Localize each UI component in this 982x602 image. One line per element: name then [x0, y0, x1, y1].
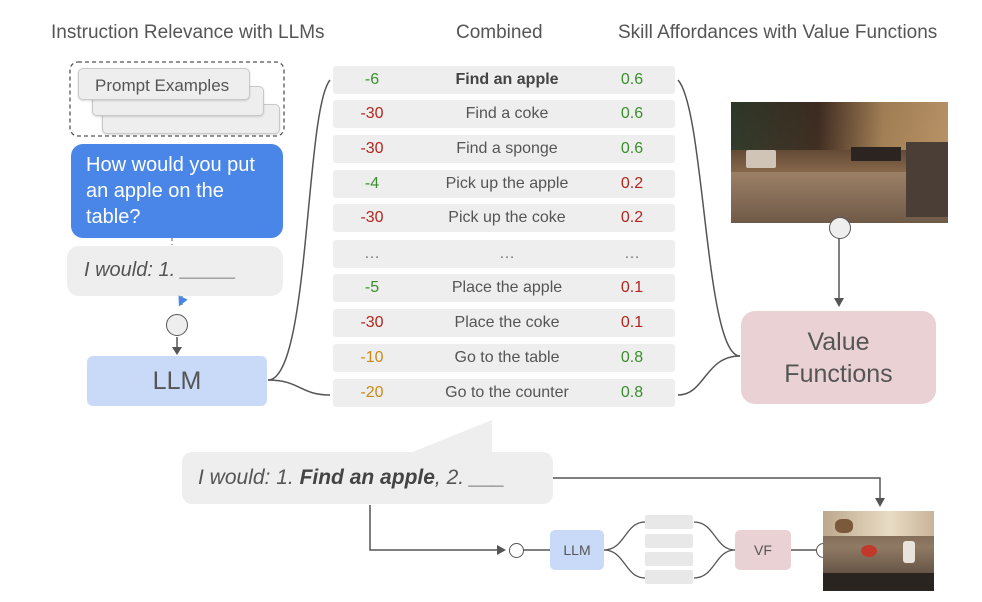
llm-score: -30 [360, 209, 384, 226]
mini-slot [645, 534, 693, 548]
mini-vf-box: VF [735, 530, 791, 570]
result-chosen-skill: Find an apple [299, 466, 435, 489]
result-bubble: I would: 1. Find an apple, 2. ___ [182, 452, 553, 504]
skill-row: -5 Place the apple 0.1 [333, 274, 675, 302]
skill-row: -4 Pick up the apple 0.2 [333, 170, 675, 198]
skill-row: -30 Find a coke 0.6 [333, 100, 675, 128]
photo-jar [835, 519, 853, 533]
photo-counter-edge [823, 573, 934, 591]
skill-row: -20 Go to the counter 0.8 [333, 379, 675, 407]
value-score: 0.1 [620, 314, 644, 331]
question-bubble: How would you put an apple on the table? [71, 144, 283, 238]
header-combined: Combined [456, 22, 543, 43]
photo-counter [851, 147, 901, 161]
photo-apple [861, 545, 877, 557]
junction-circle-right [829, 217, 851, 239]
value-functions-box: Value Functions [741, 311, 936, 404]
value-score: 0.2 [620, 209, 644, 226]
value-functions-label: Value Functions [784, 327, 893, 388]
skill-label: Go to the counter [445, 384, 569, 401]
llm-score: -5 [364, 279, 380, 296]
mini-slot [645, 515, 693, 529]
header-instruction-relevance: Instruction Relevance with LLMs [51, 22, 325, 43]
value-score: 0.2 [620, 175, 644, 192]
value-score: 0.1 [620, 279, 644, 296]
photo-cabinet [906, 142, 948, 217]
question-text: How would you put an apple on the table? [86, 154, 255, 228]
value-score: 0.8 [620, 384, 644, 401]
skill-label: Pick up the apple [445, 175, 569, 192]
llm-score: … [364, 245, 380, 262]
llm-score: -4 [364, 175, 380, 192]
robot-counter-photo [823, 511, 934, 591]
mini-vf-label: VF [754, 542, 772, 558]
value-score: 0.8 [620, 349, 644, 366]
skill-label: Pick up the coke [448, 209, 566, 226]
llm-score: -30 [360, 140, 384, 157]
skill-row: -6 Find an apple 0.6 [333, 66, 675, 94]
header-skill-affordances: Skill Affordances with Value Functions [618, 22, 938, 43]
result-text: I would: 1. Find an apple, 2. ___ [198, 466, 505, 490]
photo-bottle [903, 541, 915, 563]
value-score: … [624, 245, 640, 262]
answer-prompt-text: I would: 1. _____ [84, 259, 237, 281]
llm-score: -30 [360, 105, 384, 122]
answer-prompt-bubble: I would: 1. _____ [67, 246, 283, 296]
skill-row-ellipsis: … … … [333, 240, 675, 268]
result-prefix: I would: 1. [198, 466, 300, 489]
llm-label: LLM [152, 366, 202, 395]
value-score: 0.6 [620, 105, 644, 122]
robot-view-photo [731, 102, 948, 223]
mini-llm-box: LLM [550, 530, 604, 570]
skill-row: -30 Place the coke 0.1 [333, 309, 675, 337]
skill-label: Find a coke [465, 105, 549, 122]
skill-label: Go to the table [454, 349, 560, 366]
skill-label: Find a sponge [456, 140, 558, 157]
skill-label: Place the coke [454, 314, 560, 331]
llm-score: -20 [360, 384, 384, 401]
llm-box: LLM [87, 356, 267, 406]
mini-llm-label: LLM [563, 542, 591, 558]
value-score: 0.6 [620, 71, 644, 88]
skill-row: -30 Pick up the coke 0.2 [333, 204, 675, 232]
mini-junction-circle [509, 543, 524, 558]
skill-label: … [499, 245, 515, 262]
photo-table [746, 150, 776, 168]
mini-slot [645, 570, 693, 584]
junction-circle-left [166, 314, 188, 336]
skill-label: Find an apple [455, 71, 559, 88]
llm-score: -30 [360, 314, 384, 331]
llm-score: -10 [360, 349, 384, 366]
mini-slot [645, 552, 693, 566]
skill-row: -30 Find a sponge 0.6 [333, 135, 675, 163]
prompt-examples-label: Prompt Examples [95, 76, 230, 95]
result-suffix: , 2. ___ [434, 466, 505, 489]
prompt-example-card-front: Prompt Examples [78, 68, 250, 100]
value-score: 0.6 [620, 140, 644, 157]
skill-label: Place the apple [451, 279, 563, 296]
skill-row: -10 Go to the table 0.8 [333, 344, 675, 372]
llm-score: -6 [364, 71, 380, 88]
